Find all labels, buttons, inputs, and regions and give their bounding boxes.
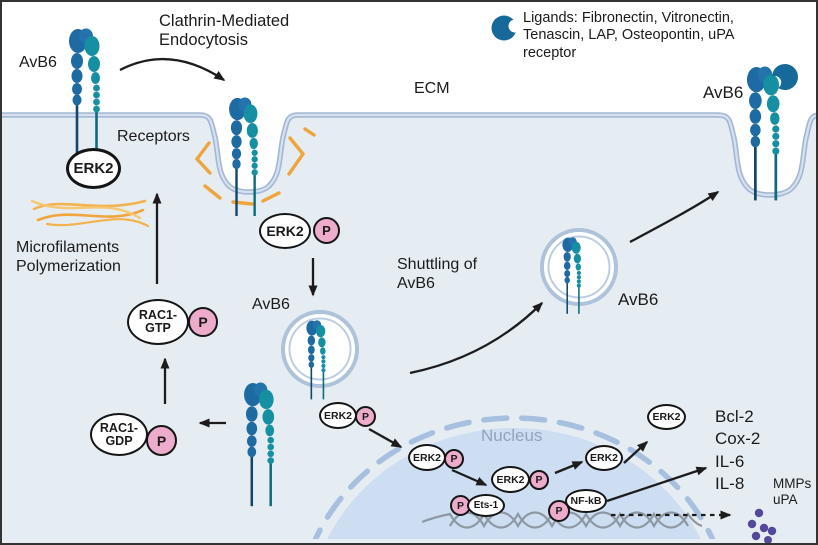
- gene-products-list: Bcl-2 Cox-2 IL-6 IL-8: [715, 406, 760, 496]
- gene-item: Bcl-2: [715, 407, 754, 426]
- phosphate-badge: P: [548, 500, 570, 522]
- phosphate-badge: P: [146, 425, 177, 456]
- microfilaments-icon: [30, 199, 150, 228]
- legend-ligands: Ligands: Fibronectin, Vitronectin, Tenas…: [523, 10, 735, 61]
- phosphate-badge: P: [188, 307, 218, 337]
- arrow-erk2-exit: [623, 440, 649, 464]
- molecule-ets1: Ets-1: [467, 494, 505, 517]
- label-avb6-top-left: AvB6: [19, 54, 57, 71]
- phosphate-badge: P: [355, 406, 376, 427]
- arrow-into-nucleus: [368, 427, 403, 449]
- plasma-membrane-icon: [2, 112, 816, 198]
- arrow-recycling: [629, 191, 720, 244]
- phosphate-badge: P: [529, 470, 549, 490]
- label-microfilaments: Microfilaments Polymerization: [16, 239, 121, 275]
- gene-item: IL-6: [715, 451, 745, 471]
- integrin-receptor-icon: [745, 65, 781, 202]
- arrow-endocytosis: [119, 58, 226, 81]
- molecule-erk2: ERK2: [491, 466, 530, 493]
- arrow-nuclear-2: [554, 460, 584, 475]
- cell-cytoplasm: [2, 115, 816, 543]
- molecule-nfkb: NF-kB: [565, 489, 607, 513]
- molecule-erk2: ERK2: [66, 148, 121, 189]
- ligand-icon: [491, 15, 517, 41]
- label-nucleus: Nucleus: [481, 426, 543, 445]
- label-ecm: ECM: [414, 80, 450, 97]
- pathway-arrows: [119, 58, 732, 520]
- molecule-erk2: ERK2: [408, 444, 446, 471]
- molecule-erk2: ERK2: [647, 404, 686, 430]
- label-receptors: Receptors: [117, 128, 190, 145]
- arrow-nfkb-genes: [606, 466, 708, 503]
- phosphate-badge: P: [313, 217, 340, 244]
- label-mmps-upa: MMPs uPA: [773, 476, 812, 507]
- label-avb6-vesicle: AvB6: [252, 296, 290, 313]
- bottom-strip: [2, 539, 816, 543]
- molecule-erk2: ERK2: [319, 402, 357, 429]
- label-avb6-top-right: AvB6: [703, 83, 744, 102]
- vesicle-icon: [281, 310, 359, 388]
- molecule-rac1-gdp: RAC1- GDP: [90, 413, 148, 456]
- phosphate-badge: P: [444, 449, 464, 469]
- molecule-erk2: ERK2: [259, 213, 311, 249]
- molecule-rac1-gtp: RAC1- GTP: [127, 299, 189, 345]
- molecule-erk2: ERK2: [585, 445, 623, 471]
- secreted-proteins-icon: [747, 508, 777, 543]
- label-avb6-vesicle2: AvB6: [618, 290, 659, 309]
- gene-item: Cox-2: [715, 429, 761, 449]
- gene-item: IL-8: [715, 474, 745, 494]
- label-shuttling: Shuttling of AvB6: [397, 256, 478, 292]
- arrow-nuclear-1: [451, 468, 488, 487]
- label-clathrin-endocytosis: Clathrin-Mediated Endocytosis: [159, 12, 290, 50]
- arrow-shuttling: [409, 301, 544, 375]
